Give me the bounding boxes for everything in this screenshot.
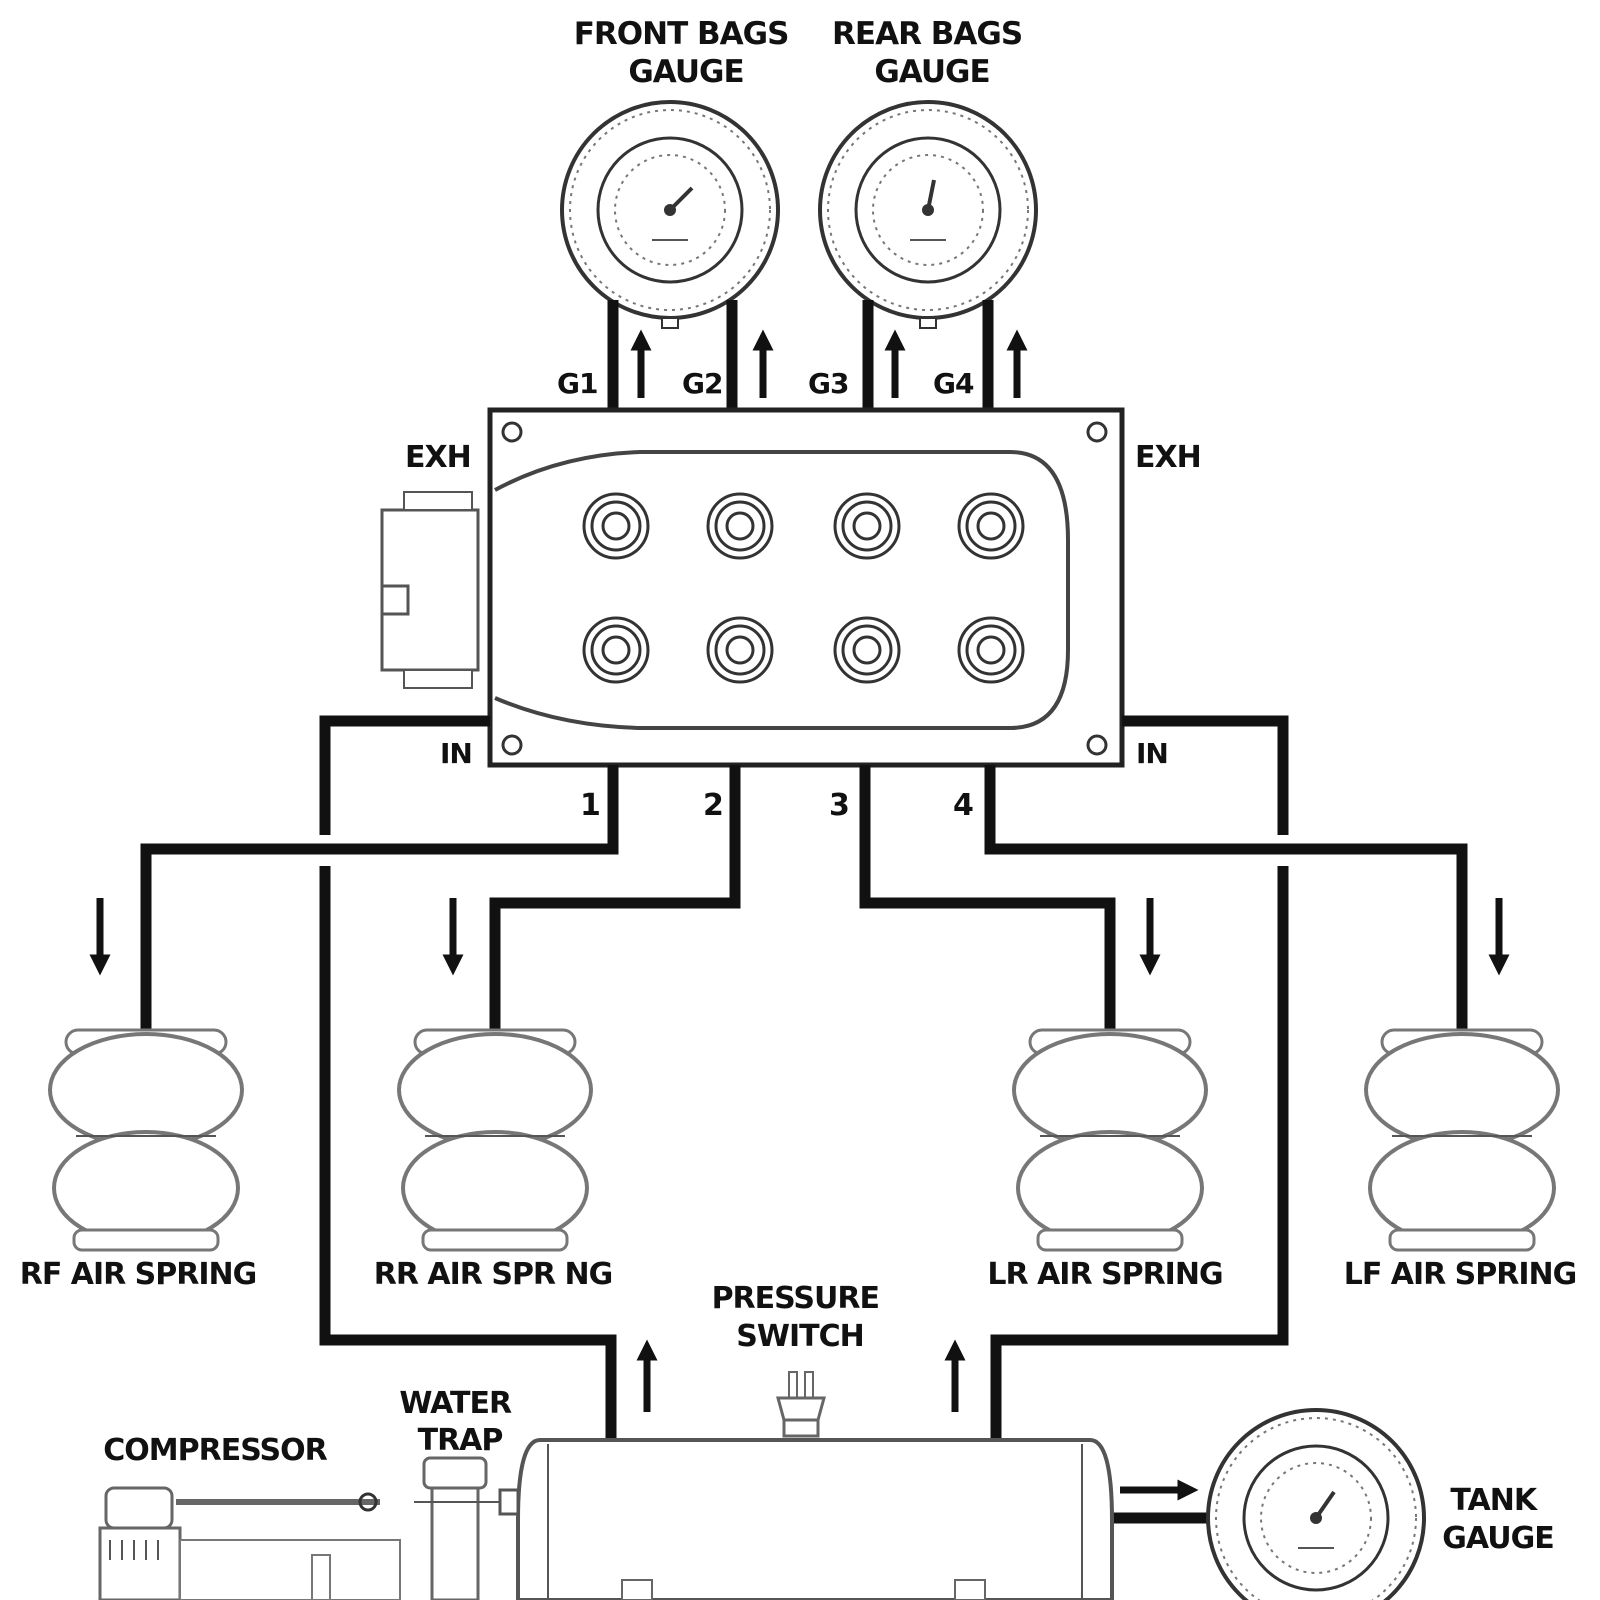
pressure-switch-icon — [776, 1371, 826, 1438]
lr-air-spring-label: LR AIR SPRING — [987, 1257, 1222, 1292]
front-bags-gauge-icon — [560, 100, 780, 329]
water-trap-icon — [414, 1456, 500, 1600]
pressure-switch-line-1: PRESSURE — [712, 1281, 879, 1316]
compressor-icon — [98, 1486, 401, 1600]
port-4-label: 4 — [953, 788, 973, 823]
port-3-label: 3 — [829, 788, 849, 823]
front-bags-gauge-line-1: FRONT BAGS — [574, 16, 789, 52]
lr-air-spring-icon — [1012, 1028, 1208, 1252]
water-trap-line-1: WATER — [399, 1386, 512, 1421]
manifold-valve-fittings — [582, 492, 1025, 684]
port-g1-label: G1 — [557, 367, 597, 400]
rear-bags-gauge-line-2: GAUGE — [874, 54, 989, 90]
water-trap-line-2: TRAP — [418, 1423, 503, 1458]
gauge-flow-arrows — [630, 329, 1028, 398]
water-trap-label: WATER TRAP — [399, 1386, 520, 1458]
flow-arrows — [89, 898, 1510, 1501]
inlet-left-label: IN — [440, 737, 472, 770]
tank-gauge-line-2: GAUGE — [1442, 1521, 1553, 1556]
inlet-right-label: IN — [1136, 737, 1168, 770]
valve-manifold-icon — [380, 407, 1125, 768]
compressor-label: COMPRESSOR — [103, 1433, 327, 1468]
port-g4-label: G4 — [933, 367, 974, 400]
pressure-switch-label: PRESSURE SWITCH — [712, 1281, 889, 1354]
exhaust-right-label: EXH — [1135, 440, 1201, 475]
rr-air-spring-icon — [397, 1028, 593, 1252]
air-tank-icon — [498, 1438, 1114, 1600]
front-bags-gauge-line-2: GAUGE — [628, 54, 743, 90]
rear-bags-gauge-line-1: REAR BAGS — [832, 16, 1022, 52]
rr-air-spring-label: RR AIR SPR NG — [374, 1257, 612, 1292]
exhaust-left-label: EXH — [405, 440, 471, 475]
port-g2-label: G2 — [682, 367, 722, 400]
tank-gauge-line-1: TANK — [1450, 1483, 1538, 1518]
front-bags-gauge-label: FRONT BAGS GAUGE — [574, 16, 798, 90]
rf-air-spring-icon — [48, 1028, 244, 1252]
port-1-label: 1 — [580, 788, 600, 823]
lf-air-spring-icon — [1364, 1028, 1560, 1252]
port-2-label: 2 — [703, 788, 723, 823]
rear-bags-gauge-label: REAR BAGS GAUGE — [832, 16, 1032, 90]
port-g3-label: G3 — [808, 367, 848, 400]
tank-gauge-label: TANK GAUGE — [1442, 1483, 1553, 1556]
tank-gauge-icon — [1206, 1408, 1426, 1600]
air-lines — [140, 715, 1468, 1524]
rear-bags-gauge-icon — [818, 100, 1038, 329]
pressure-switch-line-2: SWITCH — [736, 1319, 863, 1354]
lf-air-spring-label: LF AIR SPRING — [1344, 1257, 1577, 1292]
gauge-lines — [607, 300, 994, 410]
rf-air-spring-label: RF AIR SPRING — [20, 1257, 257, 1292]
